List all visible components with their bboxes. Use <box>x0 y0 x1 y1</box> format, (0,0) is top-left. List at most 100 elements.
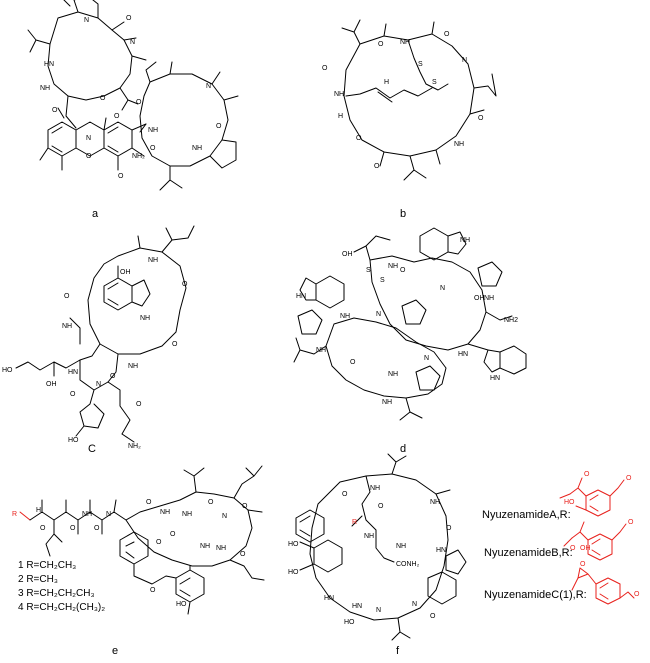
atom-label: O <box>378 41 384 48</box>
atom-label: NH <box>396 543 406 550</box>
atom-label: O <box>208 499 214 506</box>
atom-label: HO <box>176 601 187 608</box>
atom-label: NH <box>192 145 202 152</box>
atom-label: N <box>222 513 227 520</box>
atom-label: NH <box>382 399 392 406</box>
nyuzenamide-c-label: NyuzenamideC(1),R: <box>484 589 587 601</box>
nyuzenamide-c: NyuzenamideC(1),R: O O <box>484 561 640 605</box>
atom-label: NH <box>316 347 326 354</box>
atom-label: O <box>444 31 450 38</box>
atom-label: N <box>96 381 101 388</box>
atom-label: O <box>150 587 156 594</box>
r-group-label: R <box>352 519 357 526</box>
atom-label: O <box>70 391 76 398</box>
atom-label: O <box>626 475 632 482</box>
atom-label: O <box>634 591 640 598</box>
atom-label: HN <box>490 375 500 382</box>
atom-label: O <box>156 539 162 546</box>
atom-label: NH <box>182 511 192 518</box>
atom-label: O <box>70 525 76 532</box>
atom-label: NH <box>454 141 464 148</box>
atom-label: NH <box>200 543 210 550</box>
atom-label: O <box>110 373 116 380</box>
atom-labels-c: NH OH O O NH NH O NH HO OH HN O N O O HO… <box>2 257 188 450</box>
r-group-bond <box>19 511 31 521</box>
atom-label: OH <box>342 251 353 258</box>
substituent-line: 4 R=CH₂CH₂(CH₃)₂ <box>18 602 105 613</box>
atom-label: N <box>424 355 429 362</box>
atom-label: O <box>570 545 576 552</box>
r-group-label: R <box>12 511 17 518</box>
atom-label: S <box>432 79 437 86</box>
atom-label: O <box>356 135 362 142</box>
atom-label: O <box>136 99 142 106</box>
atom-label: O <box>350 359 356 366</box>
atom-label: H <box>338 113 343 120</box>
atom-label: N <box>130 39 135 46</box>
atom-labels-f: NH O R NH O NH CONH₂ NH HN O HO HO HN HN… <box>288 485 452 626</box>
atom-labels-b: O NH O N S S O NH O NH H H O O <box>322 31 484 170</box>
atom-label: HN <box>436 547 446 554</box>
atom-label: OH <box>474 295 485 302</box>
atom-label: NH2 <box>504 317 518 324</box>
atom-label: NH₂ <box>128 443 141 450</box>
atom-labels-a: HN N O N O NH O O N O NH₂ NH N O NH O O … <box>40 15 222 180</box>
atom-label: N <box>106 511 111 518</box>
atom-label: NH <box>340 313 350 320</box>
atom-label: O <box>172 341 178 348</box>
atom-label: NH <box>484 295 494 302</box>
panel-caption-b: b <box>400 208 406 220</box>
atom-label: NH <box>216 545 226 552</box>
atom-label: H <box>384 79 389 86</box>
atom-label: S <box>380 277 385 284</box>
atom-label: N <box>86 135 91 142</box>
substituent-list-e: 1 R=CH₂CH₃ 2 R=CH₃ 3 R=CH₂CH₂CH₃ 4 R=CH₂… <box>18 560 105 613</box>
atom-label: HN <box>352 603 362 610</box>
atom-labels-e: R H O O O NH N O NH NH O N O O O NH NH O… <box>12 499 248 608</box>
atom-label: NH <box>460 237 470 244</box>
atom-label: S <box>418 61 423 68</box>
atom-label: O <box>478 115 484 122</box>
structure-d: NH OH S S NH O HN N OH NH NH2 NH N HN HN… <box>293 227 527 421</box>
nyuzenamide-b-structure: O OH O <box>563 519 634 561</box>
atom-label: N <box>206 83 211 90</box>
atom-label: N <box>462 57 467 64</box>
atom-label: NH <box>128 363 138 370</box>
atom-label: NH <box>148 127 158 134</box>
atom-label: O <box>136 401 142 408</box>
structure-a: HN N O N O NH O O N O NH₂ NH N O NH O O … <box>27 0 239 191</box>
panel-caption-c: C <box>88 443 96 455</box>
atom-label: NH <box>40 85 50 92</box>
atom-label: HO <box>288 569 299 576</box>
atom-label: HO <box>288 541 299 548</box>
atom-label: O <box>52 107 58 114</box>
atom-label: NH <box>430 499 440 506</box>
nyuzenamide-b-label: NyuzenamideB,R: <box>484 547 573 559</box>
atom-label: O <box>94 525 100 532</box>
atom-label: HN <box>44 61 54 68</box>
atom-label: N <box>412 601 417 608</box>
conh2-label: CONH₂ <box>396 561 420 568</box>
atom-label: O <box>86 153 92 160</box>
atom-label: HN <box>68 369 78 376</box>
structure-b: O NH O N S S O NH O NH H H O O <box>322 19 497 181</box>
atom-label: O <box>580 561 586 568</box>
atom-label: O <box>378 503 384 510</box>
atom-label: HN <box>296 293 306 300</box>
panel-caption-e: e <box>112 645 118 657</box>
atom-label: NH <box>82 511 92 518</box>
atom-label: HO <box>68 437 79 444</box>
atom-label: O <box>400 267 406 274</box>
atom-label: O <box>170 531 176 538</box>
structure-e: R H O O O NH N O NH NH O N O O O NH NH O… <box>12 465 265 615</box>
atom-label: H <box>36 507 41 514</box>
atom-label: HO <box>564 499 575 506</box>
atom-label: O <box>146 499 152 506</box>
atom-label: NH <box>148 257 158 264</box>
atom-label: NH <box>388 263 398 270</box>
atom-label: S <box>366 267 371 274</box>
atom-label: N <box>84 17 89 24</box>
atom-label: O <box>242 503 248 510</box>
atom-label: O <box>100 95 106 102</box>
